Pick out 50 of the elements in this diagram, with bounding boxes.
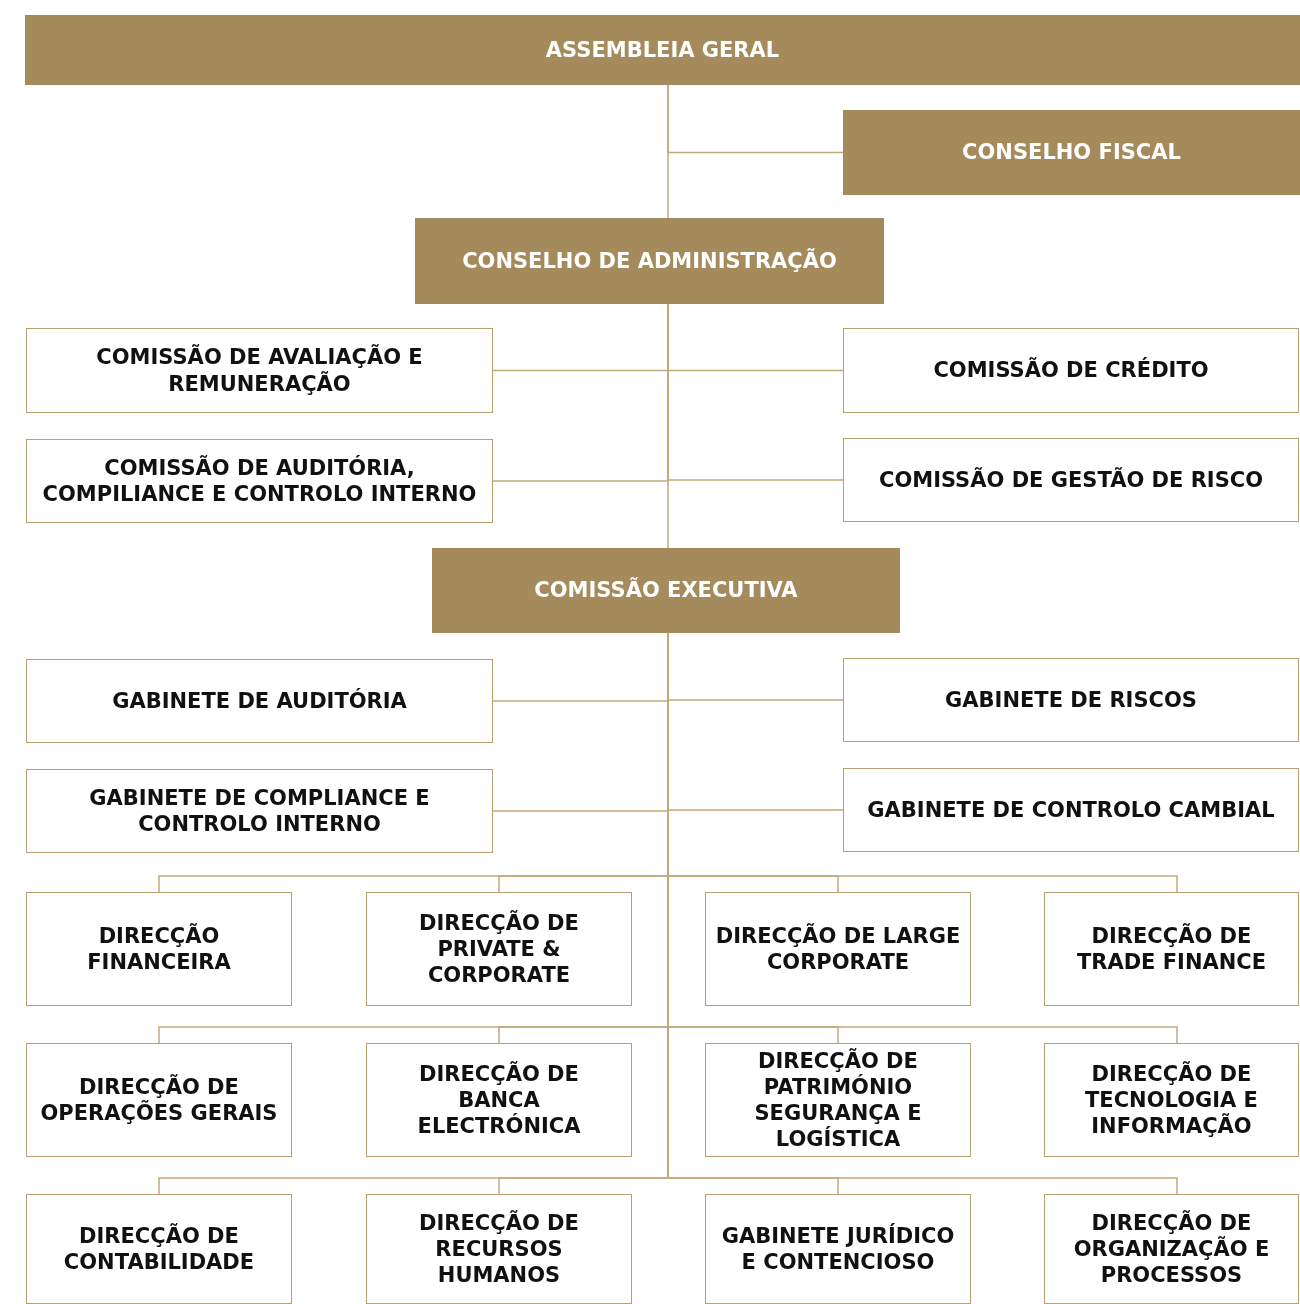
department-box [26,659,493,743]
department-box [366,1194,632,1304]
unit-name: DIRECÇÃO DE ORGANIZAÇÃO E PROCESSOS [1072,1209,1271,1289]
unit-name: DIRECÇÃO DE TRADE FINANCE [1075,922,1268,976]
unit-name: DIRECÇÃO DE OPERAÇÕES GERAIS [39,1073,279,1127]
department-box [26,439,493,523]
department-box [705,1043,971,1157]
department-box [843,438,1299,522]
department-box [26,769,493,853]
governing-body-box [432,548,900,633]
unit-name: GABINETE DE CONTROLO CAMBIAL [867,796,1275,824]
unit-name: GABINETE DE AUDITÓRIA [112,687,407,715]
department-box [705,892,971,1006]
department-box [843,328,1299,413]
unit-name: DIRECÇÃO FINANCEIRA [86,922,232,976]
connector-line [667,84,669,219]
unit-name: DIRECÇÃO DE CONTABILIDADE [62,1222,256,1276]
unit-name: COMISSÃO DE GESTÃO DE RISCO [878,466,1264,494]
department-box [26,892,292,1006]
unit-name: COMISSÃO DE AUDITÓRIA, COMPILIANCE E CONTROLO INTERNO [41,454,478,508]
department-box [843,768,1299,852]
unit-name: GABINETE JURÍDICO E CONTENCIOSO [720,1222,956,1276]
unit-name: DIRECÇÃO DE LARGE CORPORATE [714,922,962,976]
department-box [366,1043,632,1157]
unit-name: DIRECÇÃO DE RECURSOS HUMANOS [418,1209,580,1289]
department-box [26,1043,292,1157]
department-box [26,328,493,413]
department-box [843,658,1299,742]
unit-name: COMISSÃO DE AVALIAÇÃO E REMUNERAÇÃO [95,344,424,397]
department-box [1044,892,1299,1006]
governing-body-box [25,15,1300,85]
department-box [26,1194,292,1304]
unit-name: ASSEMBLEIA GERAL [545,36,780,64]
unit-name: COMISSÃO DE CRÉDITO [933,357,1209,384]
unit-name: DIRECÇÃO DE PATRIMÓNIO SEGURANÇA E LOGÍSTICA [753,1047,923,1153]
unit-name: DIRECÇÃO DE PRIVATE & CORPORATE [418,909,580,989]
unit-name: COMISSÃO EXECUTIVA [534,577,798,604]
unit-name: CONSELHO DE ADMINISTRAÇÃO [462,247,837,275]
department-box [705,1194,971,1304]
unit-name: GABINETE DE COMPLIANCE E CONTROLO INTERNO [88,784,431,838]
department-box [1044,1043,1299,1157]
connector-line [667,303,669,549]
unit-name: DIRECÇÃO DE TECNOLOGIA E INFORMAÇÃO [1084,1060,1259,1140]
department-box [366,892,632,1006]
unit-name: DIRECÇÃO DE BANCA ELECTRÓNICA [416,1060,582,1140]
governing-body-box [415,218,884,304]
unit-name: CONSELHO FISCAL [962,139,1181,166]
unit-name: GABINETE DE RISCOS [945,686,1197,714]
department-box [1044,1194,1299,1304]
governing-body-box [843,110,1300,195]
